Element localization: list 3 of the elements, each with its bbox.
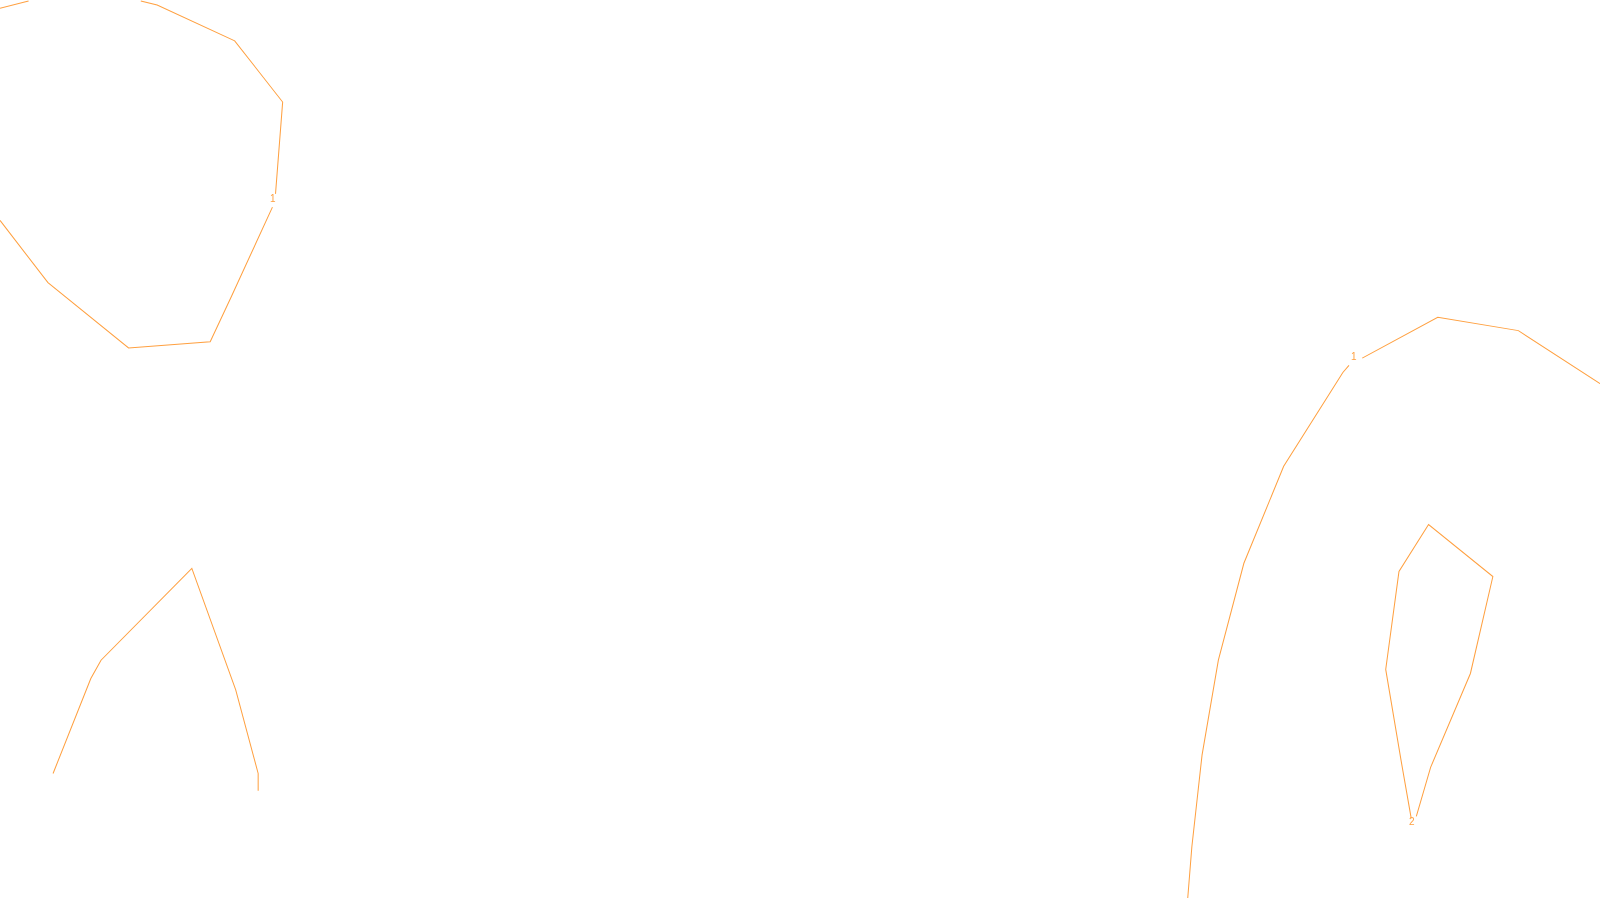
contour-value: 1 bbox=[1351, 352, 1357, 362]
contour-value: 1 bbox=[270, 194, 276, 204]
contour-value: 2 bbox=[1409, 817, 1415, 827]
